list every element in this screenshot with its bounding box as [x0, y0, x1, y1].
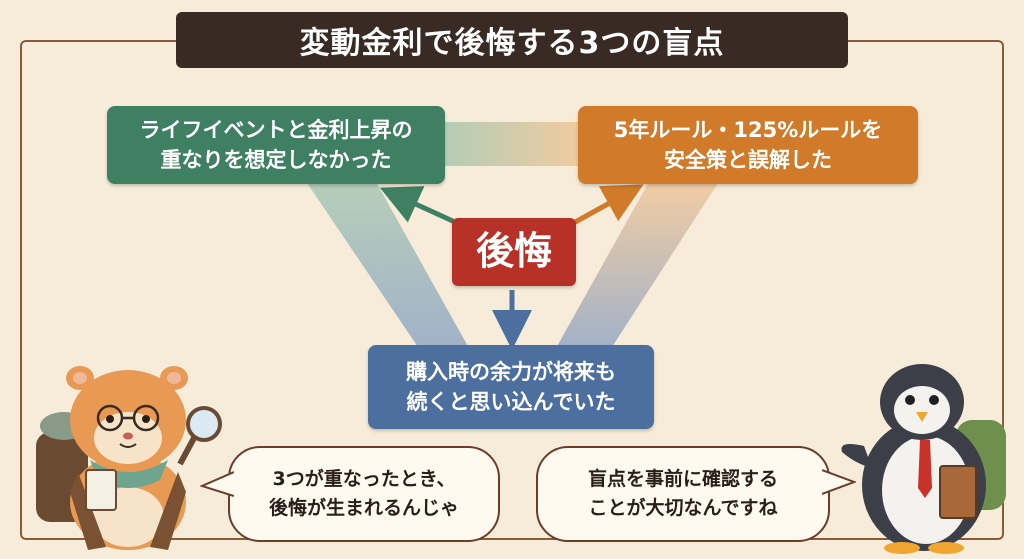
speech-bubble-penguin: 盲点を事前に確認する ことが大切なんですね	[536, 446, 830, 542]
node-top-right-line1: 5年ルール・125%ルールを	[613, 117, 883, 142]
node-top-right-line2: 安全策と誤解した	[664, 148, 832, 172]
hamster-character-icon	[36, 366, 222, 550]
speech-bubble-penguin-line2: ことが大切なんですね	[588, 497, 778, 519]
speech-bubble-hamster-line1: 3つが重なったとき、	[272, 467, 456, 490]
node-top-left: ライフイベントと金利上昇の 重なりを想定しなかった	[107, 106, 445, 184]
page-title-text: 変動金利で後悔する3つの盲点	[299, 26, 725, 61]
speech-bubble-hamster: 3つが重なったとき、 後悔が生まれるんじゃ	[228, 446, 500, 542]
speech-bubble-penguin-line1: 盲点を事前に確認する	[587, 467, 778, 490]
page-title: 変動金利で後悔する3つの盲点	[176, 12, 848, 68]
band-left	[305, 180, 470, 350]
penguin-character-icon	[841, 364, 1006, 554]
node-bottom-line1: 購入時の余力が将来も	[406, 359, 616, 384]
center-node-label: 後悔	[475, 229, 552, 274]
band-right	[555, 180, 720, 350]
node-top-left-line2: 重なりを想定しなかった	[160, 148, 392, 172]
node-bottom: 購入時の余力が将来も 続くと思い込んでいた	[368, 345, 654, 429]
node-top-right: 5年ルール・125%ルールを 安全策と誤解した	[578, 106, 918, 184]
node-bottom-line2: 続くと思い込んでいた	[406, 390, 616, 414]
speech-bubble-hamster-tail	[200, 471, 234, 497]
center-node: 後悔	[452, 218, 576, 286]
arrow-to-top-right	[566, 184, 644, 229]
speech-bubble-penguin-tail	[822, 469, 856, 495]
speech-bubble-hamster-line2: 後悔が生まれるんじゃ	[268, 497, 459, 519]
node-top-left-line1: ライフイベントと金利上昇の	[139, 117, 413, 142]
band-top	[440, 122, 585, 166]
